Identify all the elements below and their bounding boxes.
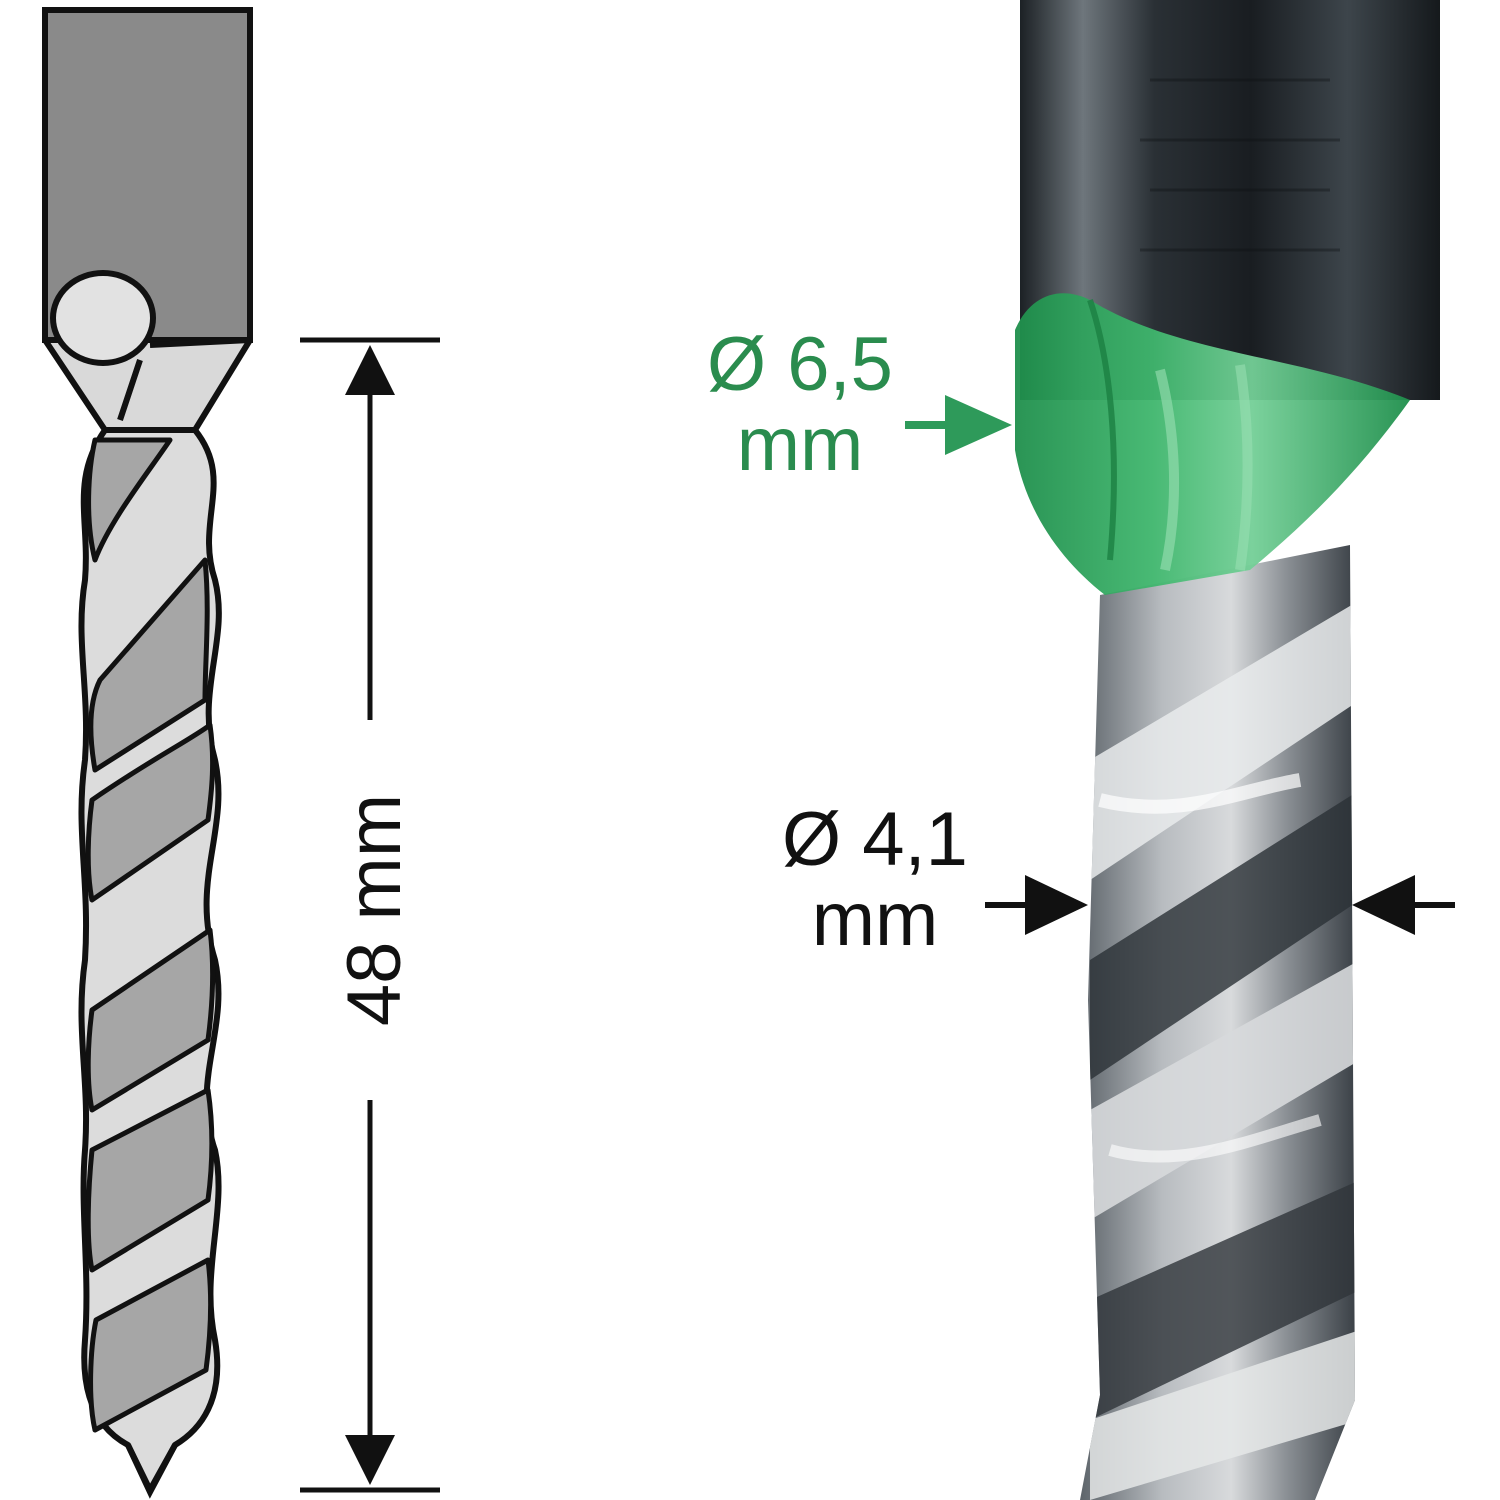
pointer-arrow-icon xyxy=(1352,875,1415,935)
drawing-tip xyxy=(125,1443,178,1499)
drill-photo xyxy=(1015,0,1440,1500)
outer-diameter-label: Ø 6,5 mm xyxy=(680,325,920,485)
tip-diameter-value: Ø 4,1 xyxy=(782,797,968,882)
dimension-arrow-icon xyxy=(345,1435,395,1485)
length-label: 48 mm xyxy=(332,793,417,1027)
tip-diameter-arrows xyxy=(985,875,1455,935)
length-dimension xyxy=(300,337,440,1493)
outer-diameter-unit: mm xyxy=(736,401,864,487)
drawing-flutes xyxy=(85,437,216,1433)
outer-diameter-value: Ø 6,5 xyxy=(707,322,893,407)
pointer-arrow-icon xyxy=(945,395,1012,455)
photo-shank xyxy=(1020,0,1440,400)
tip-diameter-unit: mm xyxy=(811,876,939,962)
drawing-transition-lobe xyxy=(50,270,156,366)
dimension-arrow-icon xyxy=(345,345,395,395)
drill-line-drawing xyxy=(42,7,253,1499)
pointer-arrow-icon xyxy=(1025,875,1088,935)
tip-diameter-label: Ø 4,1 mm xyxy=(760,800,990,960)
outer-diameter-pointer xyxy=(905,395,1012,455)
